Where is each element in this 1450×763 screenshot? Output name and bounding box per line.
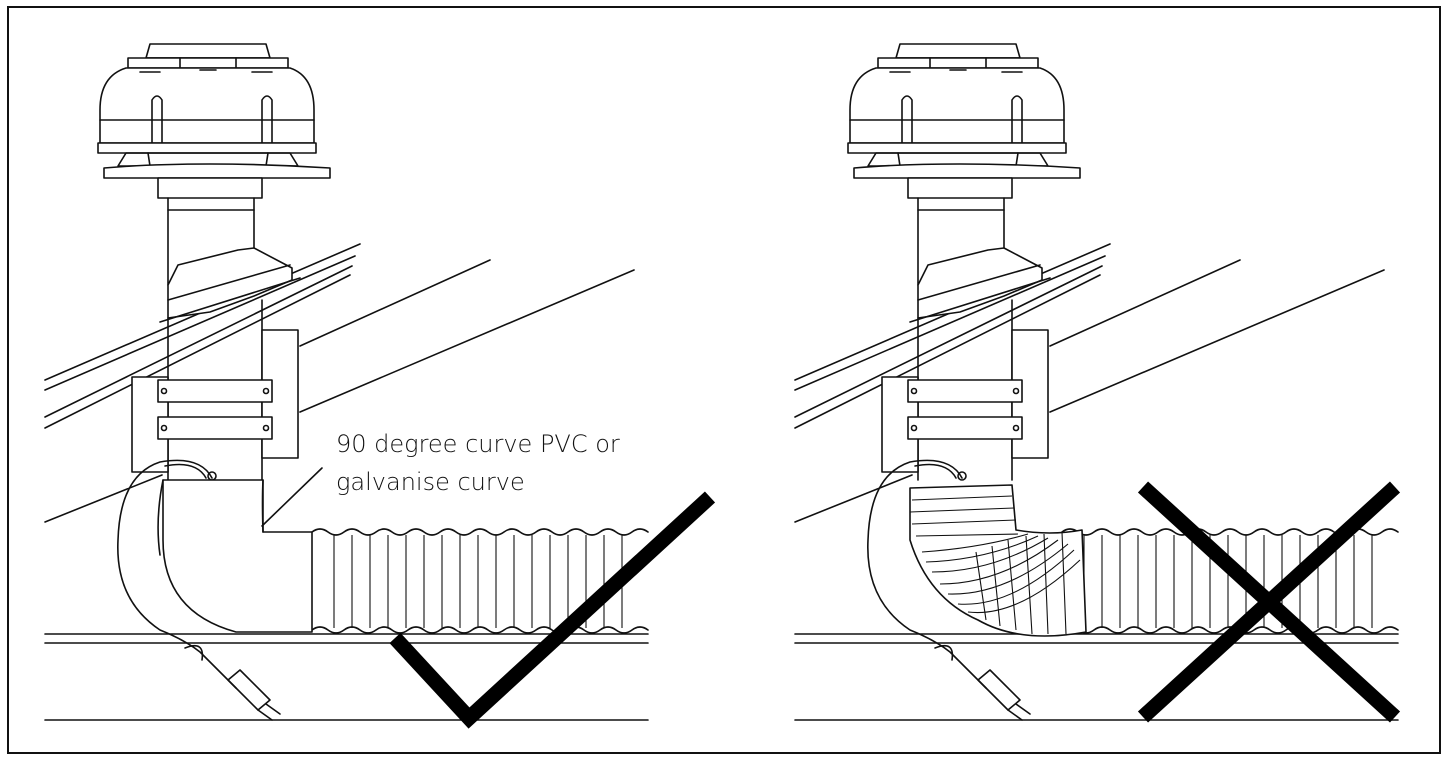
rigid-90-degree-elbow	[163, 480, 312, 632]
crushed-flexible-bend	[910, 485, 1086, 636]
roof-ventilator-left	[98, 44, 330, 285]
right-panel	[795, 44, 1398, 720]
cross-icon	[1143, 487, 1395, 717]
left-panel: 90 degree curve PVC or galvanise curve	[45, 44, 710, 720]
annotation-line-2: galvanise curve	[336, 468, 525, 496]
roof-structure-right	[795, 244, 1398, 720]
flexible-duct-right	[1062, 529, 1398, 633]
roof-ventilator-right	[848, 44, 1080, 285]
annotation-leader	[262, 468, 322, 526]
annotation-line-1: 90 degree curve PVC or	[336, 430, 620, 458]
flexible-duct-left	[312, 529, 648, 633]
